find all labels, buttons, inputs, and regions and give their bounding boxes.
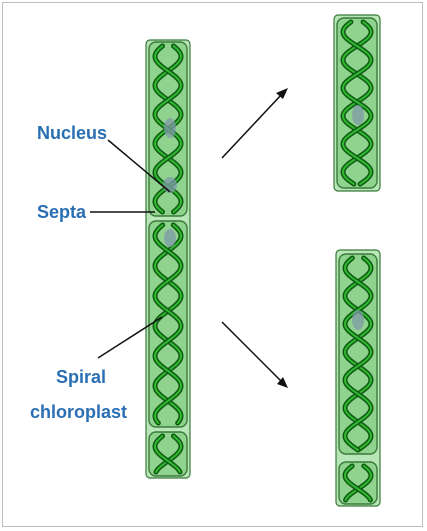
spiral-chloroplast-label-line1: Spiral (56, 367, 106, 387)
lower-arrow (222, 322, 288, 388)
left-cell-1-nucleus-shadow (164, 118, 176, 138)
left-cell-1-nucleus (163, 177, 177, 193)
bottom-fragment-nucleus (352, 310, 364, 330)
nucleus-label: Nucleus (37, 123, 107, 143)
filaments (146, 15, 380, 506)
bottom-fragment-cell-2 (339, 462, 377, 504)
left-cell-2 (149, 221, 187, 427)
upper-arrow (222, 88, 288, 158)
spiral-chloroplast-label-line2: chloroplast (30, 402, 127, 422)
left-cell-2-nucleus (164, 229, 176, 247)
bottom-fragment-cell-1 (339, 254, 377, 454)
top-fragment-cell (337, 18, 377, 188)
left-cell-3 (149, 432, 187, 476)
top-fragment-nucleus (352, 105, 364, 125)
septa-label: Septa (37, 202, 87, 222)
